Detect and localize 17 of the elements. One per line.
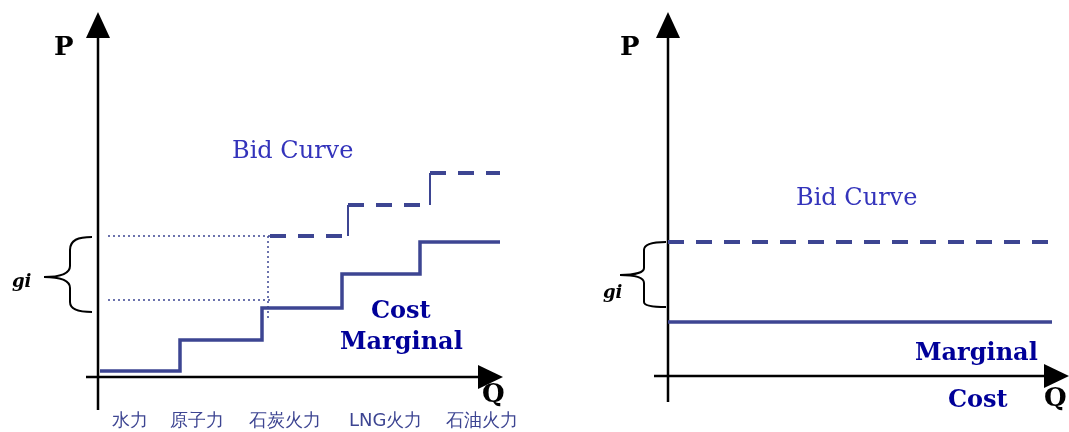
brace-label: gi (12, 272, 32, 290)
axis-label: P (620, 33, 640, 59)
category-label: 水力 (112, 411, 148, 429)
category-label: 石油火力 (446, 411, 518, 429)
axis-label: Q (1044, 384, 1067, 410)
axis-label: P (54, 33, 74, 59)
category-label: 原子力 (170, 411, 224, 429)
axis-label: Q (482, 380, 505, 406)
curve-label: Marginal (340, 329, 463, 353)
curve-label: Bid Curve (796, 185, 918, 209)
curve-label: Cost (948, 387, 1008, 411)
curve-label: Marginal (915, 340, 1038, 364)
category-label: LNG火力 (349, 411, 423, 429)
category-label: 石炭火力 (249, 411, 321, 429)
curve-label: Bid Curve (232, 138, 354, 162)
brace-label: gi (603, 283, 623, 301)
curve-label: Cost (371, 298, 431, 322)
